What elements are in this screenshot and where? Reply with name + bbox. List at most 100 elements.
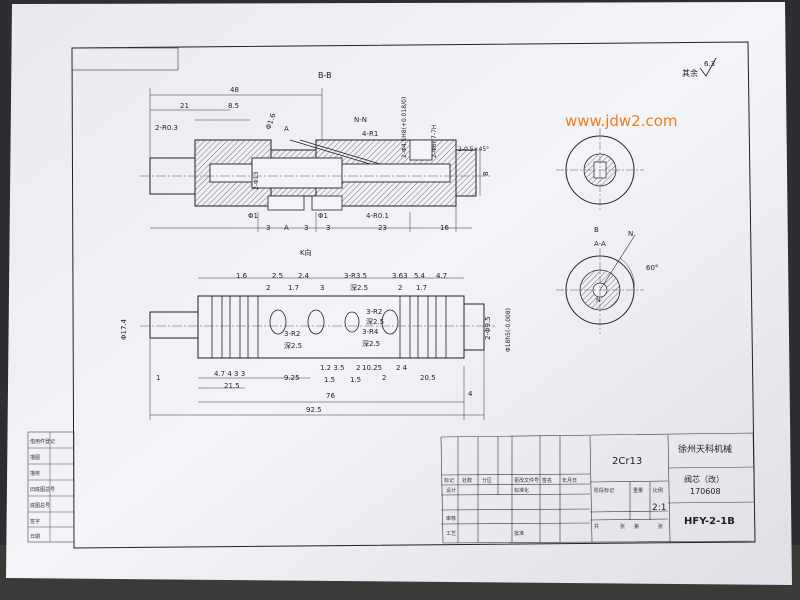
side-label: 描校: [30, 470, 40, 477]
dim-76: 76: [326, 392, 335, 400]
row-label-doc: 更改文件号: [514, 477, 539, 484]
label-standard: 标准化: [514, 487, 529, 494]
dim-deep-2-5-d: 深2.5: [362, 339, 380, 348]
dim-4-r1: 4-R1: [362, 130, 378, 138]
top-dim-lines: [149, 88, 481, 232]
label-ratio: 比例: [653, 487, 663, 494]
view-label-aa: A-A: [594, 240, 606, 248]
dim-92-5: 92.5: [306, 406, 322, 414]
dim-2-phi9-5: 2-Φ9.5: [484, 316, 492, 340]
label-process: 工艺: [446, 531, 456, 537]
label-a-top: A: [284, 125, 289, 133]
section-bb-body: [140, 139, 490, 211]
label-sheet-a: 张: [620, 523, 625, 530]
label-n-mid: N: [596, 297, 601, 304]
dim-48: 48: [230, 86, 239, 94]
paper-sheet: [6, 2, 792, 585]
side-label: 旧底图总号: [30, 486, 55, 493]
dim-16: 16: [440, 224, 449, 232]
dim-3-c: 3: [326, 224, 330, 232]
side-label: 描图: [30, 454, 40, 461]
side-label: 签字: [30, 518, 40, 525]
dim-3-r2-a: 3-R2: [284, 330, 300, 338]
part-code: 170608: [690, 487, 721, 496]
side-strip: [27, 431, 75, 543]
dim-bore-h8: 2-Φ4.5H8(+0.018/0): [401, 97, 408, 158]
dim-1-5-b: 1.5: [350, 376, 361, 384]
row-label-sign: 签名: [542, 477, 552, 484]
dim-1-5-a: 1.5: [324, 376, 335, 384]
dim-3-r3-5: 3-R3.5: [344, 272, 367, 280]
label-a-mid: A: [284, 224, 289, 232]
dim-phi1-b: Φ1: [318, 212, 328, 220]
watermark: www.jdw2.com: [565, 112, 678, 130]
dim-3-a: 3: [266, 224, 270, 232]
view-label-nn: N-N: [354, 116, 367, 124]
dim-3-b: 3: [304, 224, 308, 232]
k-view-body: [140, 295, 495, 359]
dim-thread: 2-Φ13: [253, 171, 260, 190]
dim-deep-2-5-a: 深2.5: [350, 283, 368, 292]
row-label-count: 处数: [462, 477, 472, 484]
drawing-number: HFY-2-1B: [684, 516, 735, 527]
label-weight: 重量: [633, 487, 643, 494]
label-review: 审核: [446, 515, 456, 522]
dim-phi18-h5: Φ18h5(-0.008): [505, 308, 512, 352]
dim-2-4-b: 2 4: [396, 364, 408, 372]
dim-1-7-a: 1.7: [288, 284, 299, 292]
dim-10-25: 10.25: [362, 364, 382, 372]
dim-20-5: 20.5: [420, 374, 436, 382]
dim-60-degree: 60°: [646, 264, 658, 272]
dim-8-5: 8.5: [228, 102, 239, 110]
company-name: 徐州天科机械: [678, 443, 732, 455]
roughness-prefix: 其余: [682, 68, 698, 78]
roughness-symbol-icon: [699, 57, 717, 77]
dim-5-4: 5.4: [414, 272, 426, 280]
dim-deep-2-5-c: 深2.5: [366, 317, 384, 326]
dim-2-4: 2.4: [298, 272, 310, 280]
dim-2-a: 2: [266, 284, 270, 292]
dim-phi17-4: Φ17.4: [120, 318, 128, 340]
label-design: 设计: [446, 487, 456, 494]
dim-2-d: 2: [382, 374, 386, 382]
view-label-k: K向: [300, 248, 312, 257]
dim-4: 4: [468, 390, 473, 398]
section-b-view: [556, 128, 644, 212]
side-label: 日期: [30, 534, 40, 540]
dim-deep-2-5-b: 深2.5: [284, 341, 302, 350]
dim-2-5: 2.5: [272, 272, 283, 280]
row-label-date: 年月日: [562, 477, 577, 484]
label-of: 第: [634, 523, 639, 530]
section-aa-view: [556, 234, 644, 334]
dim-3-r2-b: 3-R2: [366, 308, 382, 316]
dim-4-7-4-3-3: 4.7 4 3 3: [214, 370, 245, 378]
dim-21: 21: [180, 102, 189, 110]
drawing-border: [71, 41, 756, 549]
dim-3-r4: 3-R4: [362, 328, 379, 336]
row-label-zone: 分区: [482, 477, 492, 484]
reference-box: [71, 47, 179, 71]
dim-3: 3: [320, 284, 324, 292]
dim-4-r0-1: 4-R0.1: [366, 212, 389, 220]
dim-9-25: 9.25: [284, 374, 300, 382]
dim-1-7-b: 1.7: [416, 284, 427, 292]
dim-23: 23: [378, 224, 387, 232]
title-block: [440, 432, 756, 544]
label-stage: 阶段标记: [594, 487, 614, 494]
dim-bore-h7: 2-Φ6H7-7H: [431, 125, 438, 158]
dim-3-63: 3.63: [392, 272, 408, 280]
dim-1: 1: [156, 374, 160, 382]
row-label-mark: 标记: [444, 477, 454, 484]
material: 2Cr13: [612, 456, 642, 467]
dim-8: 8: [482, 172, 490, 176]
dim-21-5: 21.5: [224, 382, 240, 390]
roughness-value: 6.3: [704, 60, 715, 68]
label-sheet-b: 张: [658, 523, 663, 530]
label-sheets: 共: [594, 523, 599, 530]
bottom-dim-lines: [149, 277, 485, 420]
dim-phi1-a: Φ1: [248, 212, 258, 220]
view-label-b: B: [594, 226, 599, 234]
scale: 2:1: [652, 503, 666, 513]
